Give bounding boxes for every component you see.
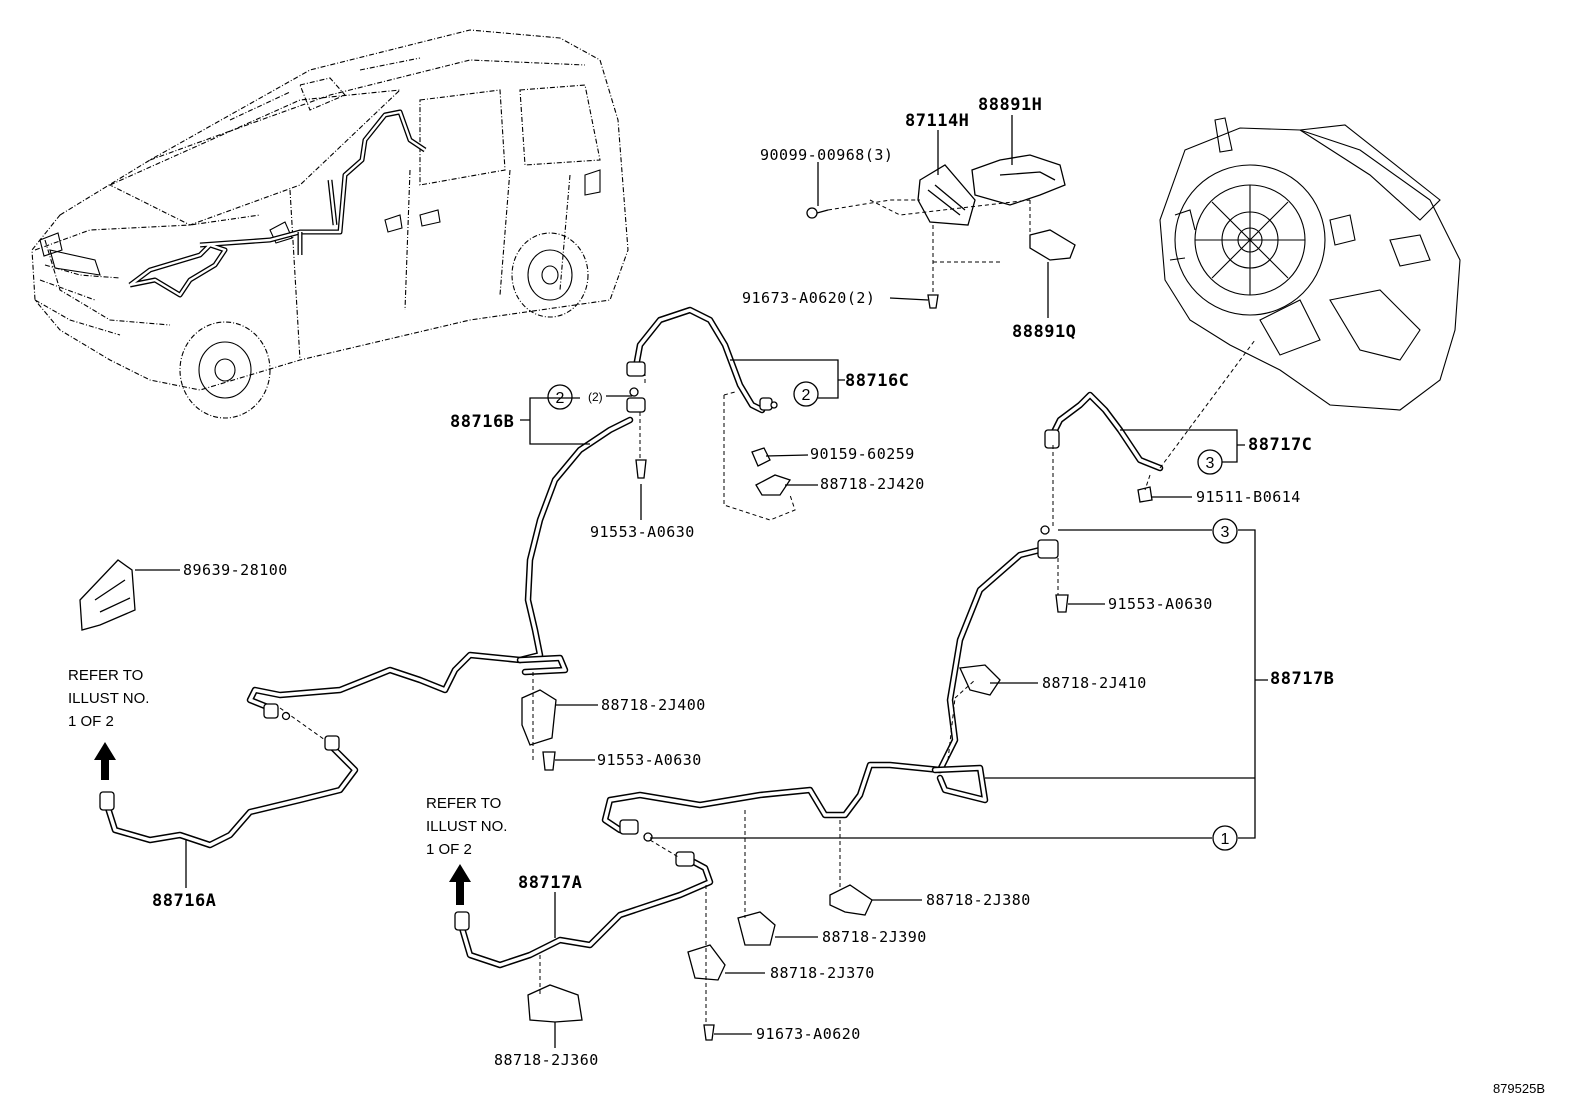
blower-unit-illustration bbox=[1159, 117, 1461, 411]
callout-2-small: (2) bbox=[588, 390, 603, 404]
label-88718-2j370: 88718-2J370 bbox=[770, 964, 875, 982]
refer-note-mid: REFER TO ILLUST NO. 1 OF 2 bbox=[426, 795, 507, 858]
callout-3-top-label: 3 bbox=[1206, 455, 1215, 472]
clamp-89639-28100 bbox=[79, 559, 136, 631]
label-90159-60259: 90159-60259 bbox=[810, 445, 915, 463]
label-88718-2j390: 88718-2J390 bbox=[822, 928, 927, 946]
label-88718-2j360: 88718-2J360 bbox=[494, 1051, 599, 1069]
label-88717a: 88717A bbox=[518, 873, 582, 893]
label-91673-a0620-2: 91673-A0620(2) bbox=[742, 289, 875, 307]
pipe-88716a bbox=[104, 741, 359, 849]
label-88717b: 88717B bbox=[1270, 669, 1334, 689]
label-91553-a0630-mid: 91553-A0630 bbox=[597, 751, 702, 769]
svg-text:1 OF 2: 1 OF 2 bbox=[68, 713, 114, 730]
label-89639-28100: 89639-28100 bbox=[183, 561, 288, 579]
svg-text:REFER TO: REFER TO bbox=[426, 795, 501, 812]
callout-2-right-label: 2 bbox=[802, 387, 811, 404]
refer-note-left: REFER TO ILLUST NO. 1 OF 2 bbox=[68, 667, 149, 730]
label-88891q: 88891Q bbox=[1012, 322, 1076, 342]
pipe-88716c bbox=[631, 306, 766, 414]
label-88718-2j420: 88718-2J420 bbox=[820, 475, 925, 493]
callout-2-right: 2 bbox=[793, 381, 819, 407]
label-88891h: 88891H bbox=[978, 95, 1042, 115]
label-88716c: 88716C bbox=[845, 371, 909, 391]
label-90099-00968: 90099-00968(3) bbox=[760, 146, 893, 164]
pipe-fittings bbox=[99, 361, 1060, 931]
clamp-88718-2j410 bbox=[959, 664, 1001, 696]
bracket-88891h bbox=[971, 154, 1066, 206]
label-91553-a0630-right: 91553-A0630 bbox=[1108, 595, 1213, 613]
svg-text:ILLUST NO.: ILLUST NO. bbox=[68, 690, 149, 707]
callout-3-mid: 3 bbox=[1212, 518, 1238, 544]
label-88717c: 88717C bbox=[1248, 435, 1312, 455]
bolts bbox=[542, 459, 1153, 1041]
bolt-90099-00968 bbox=[806, 207, 829, 219]
label-91673-a0620: 91673-A0620 bbox=[756, 1025, 861, 1043]
bracket-87114h bbox=[917, 164, 976, 226]
pipe-88717b bbox=[601, 546, 1044, 834]
leader-lines bbox=[135, 115, 1268, 1048]
label-87114h: 87114H bbox=[905, 111, 969, 131]
callout-2-left-label: 2 bbox=[556, 390, 565, 407]
bolt-91673-a0620-2 bbox=[927, 294, 939, 309]
pipe-88717c bbox=[1046, 391, 1164, 472]
callout-1: 1 bbox=[1212, 825, 1238, 851]
clamp-88718-2j400 bbox=[521, 689, 557, 746]
clamp-88718-2j390 bbox=[737, 911, 776, 946]
label-88718-2j400: 88718-2J400 bbox=[601, 696, 706, 714]
label-88718-2j410: 88718-2J410 bbox=[1042, 674, 1147, 692]
svg-text:REFER TO: REFER TO bbox=[68, 667, 143, 684]
callout-1-label: 1 bbox=[1221, 831, 1230, 848]
pipe-88716b bbox=[246, 416, 634, 712]
pipe-88717a bbox=[458, 856, 714, 969]
label-88718-2j380: 88718-2J380 bbox=[926, 891, 1031, 909]
clamp-88718-2j360 bbox=[527, 984, 583, 1023]
nut-90159-60259 bbox=[751, 447, 771, 467]
refer-arrow-mid bbox=[449, 864, 471, 905]
label-88716b: 88716B bbox=[450, 412, 514, 432]
illustration-code: 879525B bbox=[1493, 1081, 1545, 1096]
svg-text:ILLUST NO.: ILLUST NO. bbox=[426, 818, 507, 835]
label-91511-b0614: 91511-B0614 bbox=[1196, 488, 1301, 506]
bracket-88891q bbox=[1029, 229, 1076, 261]
clamp-88718-2j420 bbox=[755, 474, 792, 496]
van-illustration bbox=[31, 29, 629, 419]
refer-arrow-left bbox=[94, 742, 116, 780]
label-88716a: 88716A bbox=[152, 891, 216, 911]
callout-3-mid-label: 3 bbox=[1221, 524, 1230, 541]
callout-3-top: 3 bbox=[1197, 449, 1223, 475]
svg-text:1 OF 2: 1 OF 2 bbox=[426, 841, 472, 858]
callout-2-left: 2 bbox=[547, 384, 573, 410]
label-91553-a0630-top: 91553-A0630 bbox=[590, 523, 695, 541]
clamp-88718-2j380 bbox=[829, 884, 873, 916]
